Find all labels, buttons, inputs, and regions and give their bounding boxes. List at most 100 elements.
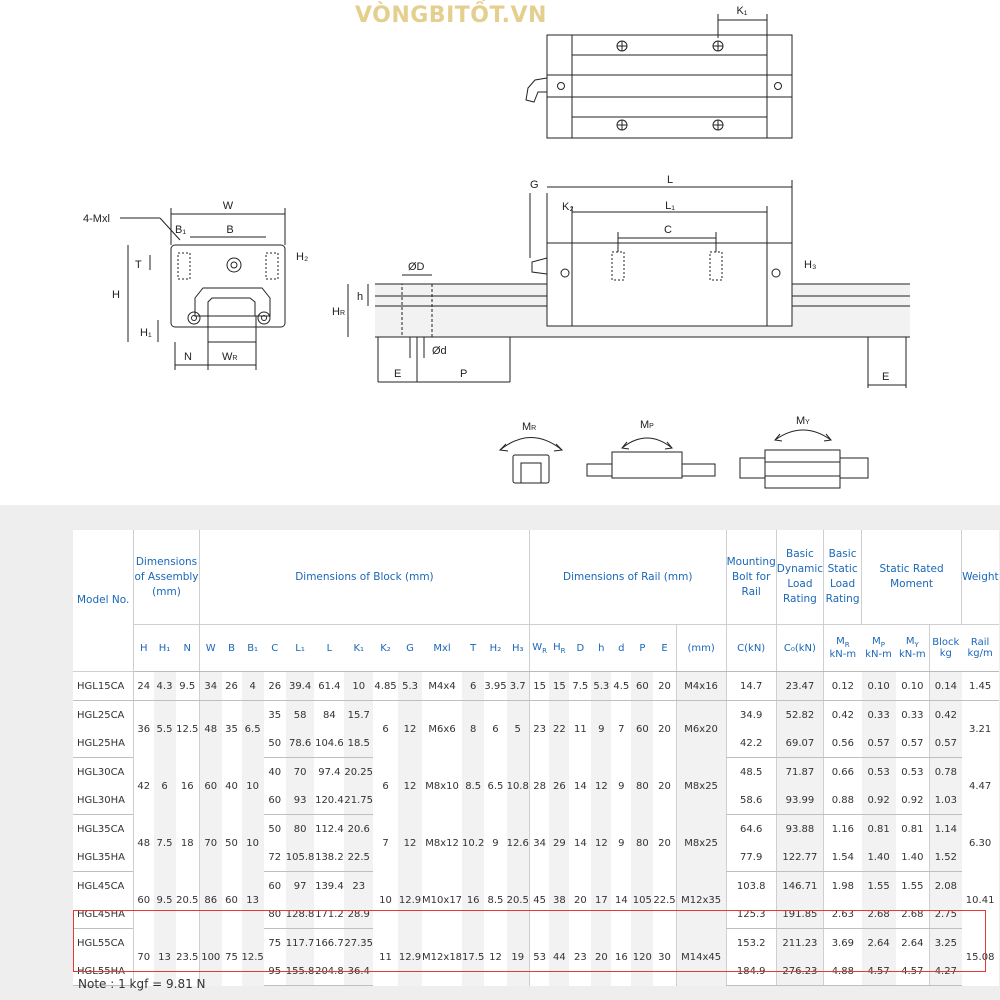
cell-l1: 78.6 <box>285 729 315 758</box>
cell-h1: 5.5 <box>153 700 176 758</box>
cell-mr: 0.66 <box>823 757 862 786</box>
cell-rail-weight: 6.30 <box>968 837 992 849</box>
cell-l1: 117.7 <box>285 928 315 957</box>
cell-n: 16 <box>180 780 194 792</box>
cell-h2: 3.95 <box>484 671 507 701</box>
cell-rail-weight: 1.45 <box>961 671 999 701</box>
cell-model: HGL35HA <box>73 843 134 872</box>
cell-blk: 0.78 <box>929 757 962 786</box>
cell-t: 16 <box>462 871 485 929</box>
cell-model: HGL35CA <box>77 823 125 835</box>
cell-l1: 97 <box>285 871 315 900</box>
th-w: W <box>199 624 222 672</box>
cell-mp: 2.68 <box>861 900 896 929</box>
cell-mp: 2.64 <box>861 928 896 957</box>
cell-h: 24 <box>133 671 154 701</box>
cell-blk: 2.08 <box>929 871 962 900</box>
cell-e: 20 <box>658 723 671 735</box>
cell-c: 75 <box>268 937 282 949</box>
cell-mp: 0.81 <box>861 814 896 843</box>
label-wr: WR <box>222 351 237 363</box>
cell-b: 26 <box>221 671 242 701</box>
cell-t: 8.5 <box>462 757 485 815</box>
th-c: C <box>263 624 286 672</box>
cell-blk: 0.42 <box>929 700 962 729</box>
cell-sta: 52.82 <box>775 700 824 729</box>
cell-dyn: 184.9 <box>725 957 777 986</box>
cell-bolt: M8x25 <box>675 814 727 872</box>
cell-blk: 4.27 <box>929 957 962 986</box>
cell-d: 4.5 <box>611 671 632 701</box>
cell-sta: 71.87 <box>775 757 824 786</box>
cell-model: HGL15CA <box>73 671 134 701</box>
cell-blk: 1.14 <box>929 814 962 843</box>
technical-drawing: VÒNGBITỐT.VN K₁ <box>83 3 910 489</box>
cell-my: 1.40 <box>895 843 930 872</box>
cell-h: 42 <box>133 757 154 815</box>
cell-dyn: 103.8 <box>725 871 777 900</box>
th-g: G <box>398 624 423 672</box>
cell-e: 30 <box>658 951 671 963</box>
label-w: W <box>223 200 234 212</box>
cell-h: 12 <box>591 814 612 872</box>
cell-h: 12 <box>591 757 612 815</box>
end-view: W B B₁ 4-Mxl H T H₁ H₂ N WR <box>83 200 308 370</box>
cell-bolt: M14x45 <box>675 928 727 986</box>
label-b1: B₁ <box>175 224 186 236</box>
cell-k1: 22.5 <box>344 843 374 872</box>
label-phi-d-big: ØD <box>408 261 425 273</box>
cell-k1: 18.5 <box>344 729 374 758</box>
cell-wr: 28 <box>528 757 550 815</box>
cell-mr: 0.42 <box>823 700 862 729</box>
th-t: T <box>462 624 485 672</box>
cell-model: HGL55CA <box>77 937 125 949</box>
cell-e: 20 <box>653 671 677 701</box>
th-p: P <box>631 624 654 672</box>
cell-p: 80 <box>631 757 654 815</box>
cell-p: 120 <box>631 928 654 986</box>
cell-sta: 23.47 <box>775 671 824 701</box>
cell-h: 60 <box>133 871 154 929</box>
cell-sta: 146.71 <box>775 871 824 900</box>
cell-dyn: 64.6 <box>725 814 777 843</box>
cell-h3: 10.8 <box>506 757 530 815</box>
cell-dyn: 42.2 <box>725 729 777 758</box>
cell-c: 60 <box>268 880 282 892</box>
th-k2: K₂ <box>373 624 399 672</box>
cell-l1: 80 <box>285 814 315 843</box>
cell-b: 35 <box>225 723 238 735</box>
cell-n: 23.5 <box>176 951 199 963</box>
cell-hr: 29 <box>549 814 570 872</box>
th-l1: L₁ <box>285 624 315 672</box>
cell-wr: 45 <box>528 871 550 929</box>
label-h1: H₁ <box>140 327 152 339</box>
cell-t: 6 <box>462 671 485 701</box>
cell-mp: 0.10 <box>861 671 896 701</box>
label-mr: MR <box>522 421 536 433</box>
cell-mr: 0.88 <box>823 786 862 815</box>
cell-k1: 21.75 <box>344 786 374 815</box>
cell-mp: 4.57 <box>861 957 896 986</box>
cell-e: 20 <box>658 780 671 792</box>
cell-rail-weight: 4.47 <box>968 780 992 792</box>
cell-e: 22.5 <box>653 894 676 906</box>
cell-sta: 93.99 <box>775 786 824 815</box>
th-c0-unit: C₀(kN) <box>775 624 824 672</box>
cell-mp: 0.33 <box>861 700 896 729</box>
cell-l: 138.2 <box>314 843 345 872</box>
cell-rail-weight: 3.21 <box>968 723 992 735</box>
cell-sta: 191.85 <box>775 900 824 929</box>
cell-model: HGL30CA <box>77 766 125 778</box>
cell-k1: 20.25 <box>344 757 374 786</box>
cell-k1: 23 <box>344 871 374 900</box>
cell-k2: 10 <box>379 894 392 906</box>
cell-w: 34 <box>199 671 222 701</box>
